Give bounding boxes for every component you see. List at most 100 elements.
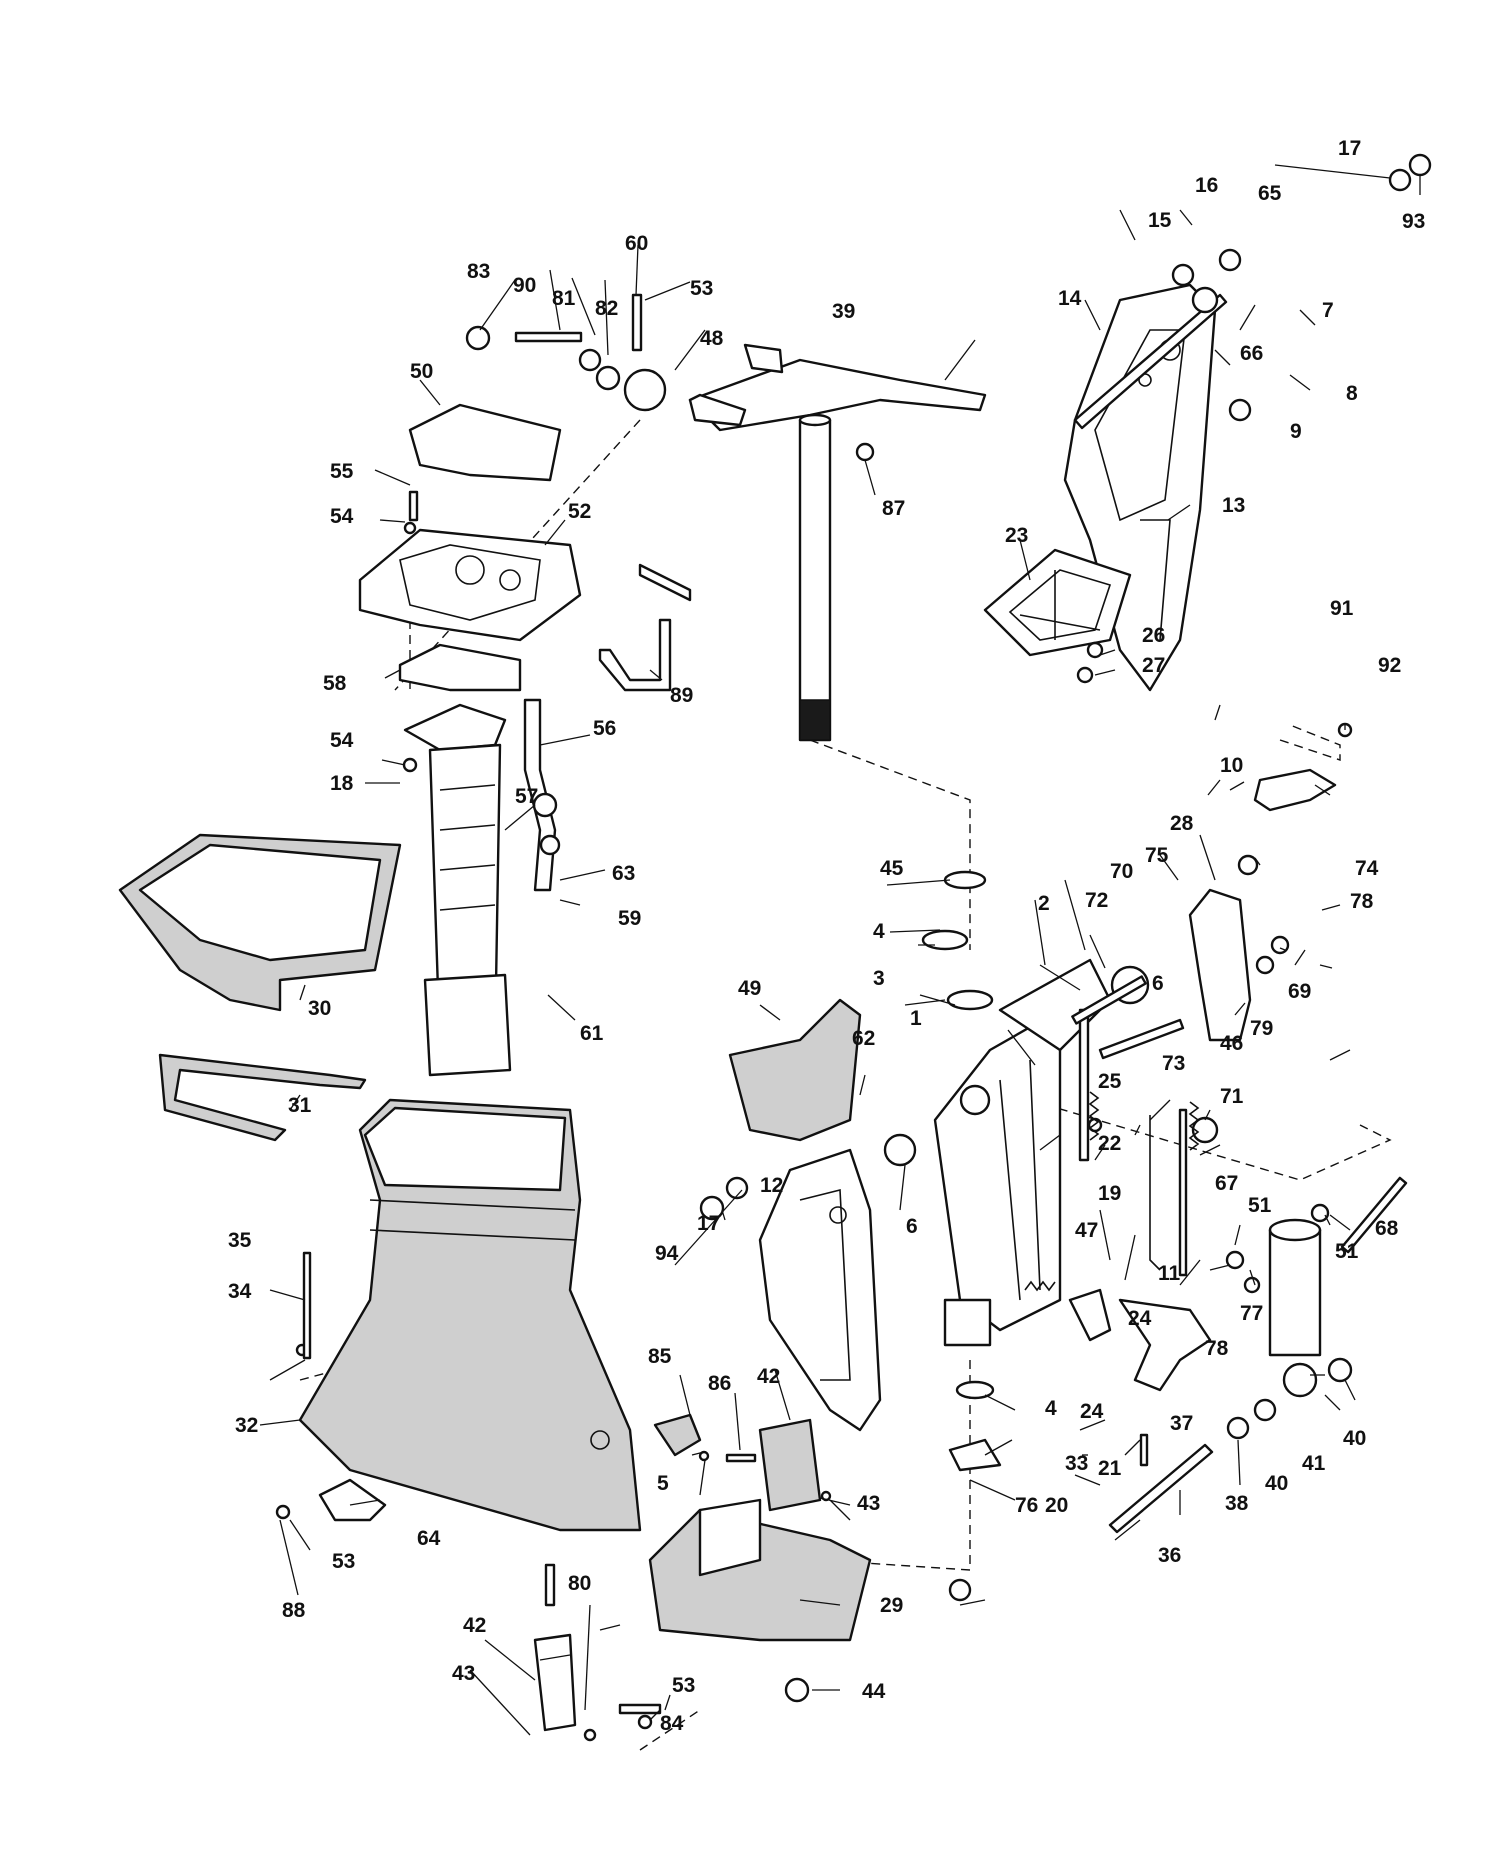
callout-53: 53 — [690, 277, 713, 300]
callout-47: 47 — [1075, 1219, 1098, 1242]
stern-bracket-left — [758, 1148, 882, 1432]
tilt-cylinder — [1268, 1218, 1322, 1398]
callout-19: 19 — [1098, 1182, 1121, 1205]
callout-42: 42 — [757, 1365, 780, 1388]
callout-23: 23 — [1005, 524, 1028, 547]
callout-43b: 43 — [452, 1662, 475, 1685]
callout-1: 1 — [910, 1007, 922, 1030]
callout-14: 14 — [1058, 287, 1082, 310]
tilt-lever — [1118, 1298, 1212, 1392]
clamp-screw — [638, 563, 692, 602]
callout-77: 77 — [1240, 1302, 1263, 1325]
callout-11: 11 — [1158, 1262, 1181, 1285]
callout-40b: 40 — [1265, 1472, 1288, 1495]
callout-20: 20 — [1045, 1494, 1068, 1517]
steering-arm — [688, 343, 987, 742]
callout-24b: 24 — [1080, 1400, 1104, 1423]
callout-62: 62 — [852, 1027, 875, 1050]
callout-3: 3 — [873, 967, 885, 990]
callout-38: 38 — [1225, 1492, 1249, 1515]
callout-81: 81 — [552, 287, 576, 310]
callout-68: 68 — [1375, 1217, 1399, 1240]
lock-lever — [1068, 1288, 1112, 1342]
callout-31: 31 — [288, 1094, 312, 1117]
callout-64: 64 — [417, 1527, 441, 1550]
callout-94: 94 — [655, 1242, 679, 1265]
rope-guide — [318, 1478, 387, 1522]
tilt-arm — [1188, 888, 1252, 1042]
callout-92: 92 — [1378, 654, 1401, 677]
exhaust-cover — [118, 833, 402, 1012]
callout-60: 60 — [625, 232, 648, 255]
callout-27: 27 — [1142, 654, 1165, 677]
swivel-lower-block — [648, 1498, 872, 1642]
callout-22: 22 — [1098, 1132, 1121, 1155]
gasket-upper — [408, 403, 562, 482]
springs — [1024, 1091, 1200, 1292]
exhaust-tube — [403, 703, 512, 1077]
callout-80: 80 — [568, 1572, 591, 1595]
callout-5: 5 — [657, 1472, 669, 1495]
callout-56: 56 — [593, 717, 616, 740]
washer — [921, 929, 969, 951]
shift-cam — [653, 1413, 702, 1457]
callout-17: 17 — [1338, 137, 1361, 160]
callout-33: 33 — [1065, 1452, 1088, 1475]
bushing — [946, 989, 994, 1011]
callout-25: 25 — [1098, 1070, 1122, 1093]
callout-39: 39 — [832, 300, 855, 323]
callout-54: 54 — [330, 505, 354, 528]
callout-28: 28 — [1170, 812, 1194, 835]
shift-rod-link — [598, 618, 672, 692]
callout-36: 36 — [1158, 1544, 1181, 1567]
callout-43: 43 — [857, 1492, 880, 1515]
clamp-half — [948, 1438, 1002, 1472]
seal — [158, 1053, 367, 1142]
callout-51: 51 — [1248, 1194, 1272, 1217]
callout-58: 58 — [323, 672, 347, 695]
callout-90: 90 — [513, 274, 536, 297]
callout-45: 45 — [880, 857, 904, 880]
tilt-tube — [1108, 1443, 1214, 1534]
callout-4b: 4 — [1045, 1397, 1057, 1420]
callout-30: 30 — [308, 997, 331, 1020]
reverse-lock-lever — [1253, 768, 1337, 812]
callout-55: 55 — [330, 460, 354, 483]
exhaust-plate — [358, 528, 582, 642]
callout-78: 78 — [1350, 890, 1374, 913]
callout-37: 37 — [1170, 1412, 1193, 1435]
tilt-lock-rod — [1149, 1115, 1161, 1271]
bushing-45 — [943, 870, 987, 890]
callout-59: 59 — [618, 907, 641, 930]
callout-4: 4 — [873, 920, 885, 943]
callout-72: 72 — [1085, 889, 1108, 912]
callout-57: 57 — [515, 785, 538, 808]
plate — [533, 1633, 577, 1732]
callout-32: 32 — [235, 1414, 258, 1437]
callout-69: 69 — [1288, 980, 1311, 1003]
callout-87: 87 — [882, 497, 905, 520]
callout-53b: 53 — [332, 1550, 355, 1573]
callout-65: 65 — [1258, 182, 1282, 205]
shaft-pin — [1098, 1018, 1185, 1060]
callout-2: 2 — [1038, 892, 1050, 915]
callout-29: 29 — [880, 1594, 903, 1617]
callout-49: 49 — [738, 977, 761, 1000]
callout-12: 12 — [760, 1174, 783, 1197]
callout-17b: 17 — [697, 1212, 720, 1235]
thrust-plate — [758, 1418, 822, 1512]
callout-85: 85 — [648, 1345, 672, 1368]
callout-74: 74 — [1355, 857, 1379, 880]
gasket-lower — [398, 643, 522, 692]
callout-26: 26 — [1142, 624, 1165, 647]
callout-35: 35 — [228, 1229, 252, 1252]
callout-88: 88 — [282, 1599, 306, 1622]
callout-54b: 54 — [330, 729, 354, 752]
thrust-washer — [955, 1380, 995, 1400]
callout-73: 73 — [1162, 1052, 1185, 1075]
callout-40: 40 — [1343, 1427, 1366, 1450]
callout-7: 7 — [1322, 299, 1334, 322]
callout-9: 9 — [1290, 420, 1302, 443]
callout-89: 89 — [670, 684, 693, 707]
callout-21: 21 — [1098, 1457, 1122, 1480]
